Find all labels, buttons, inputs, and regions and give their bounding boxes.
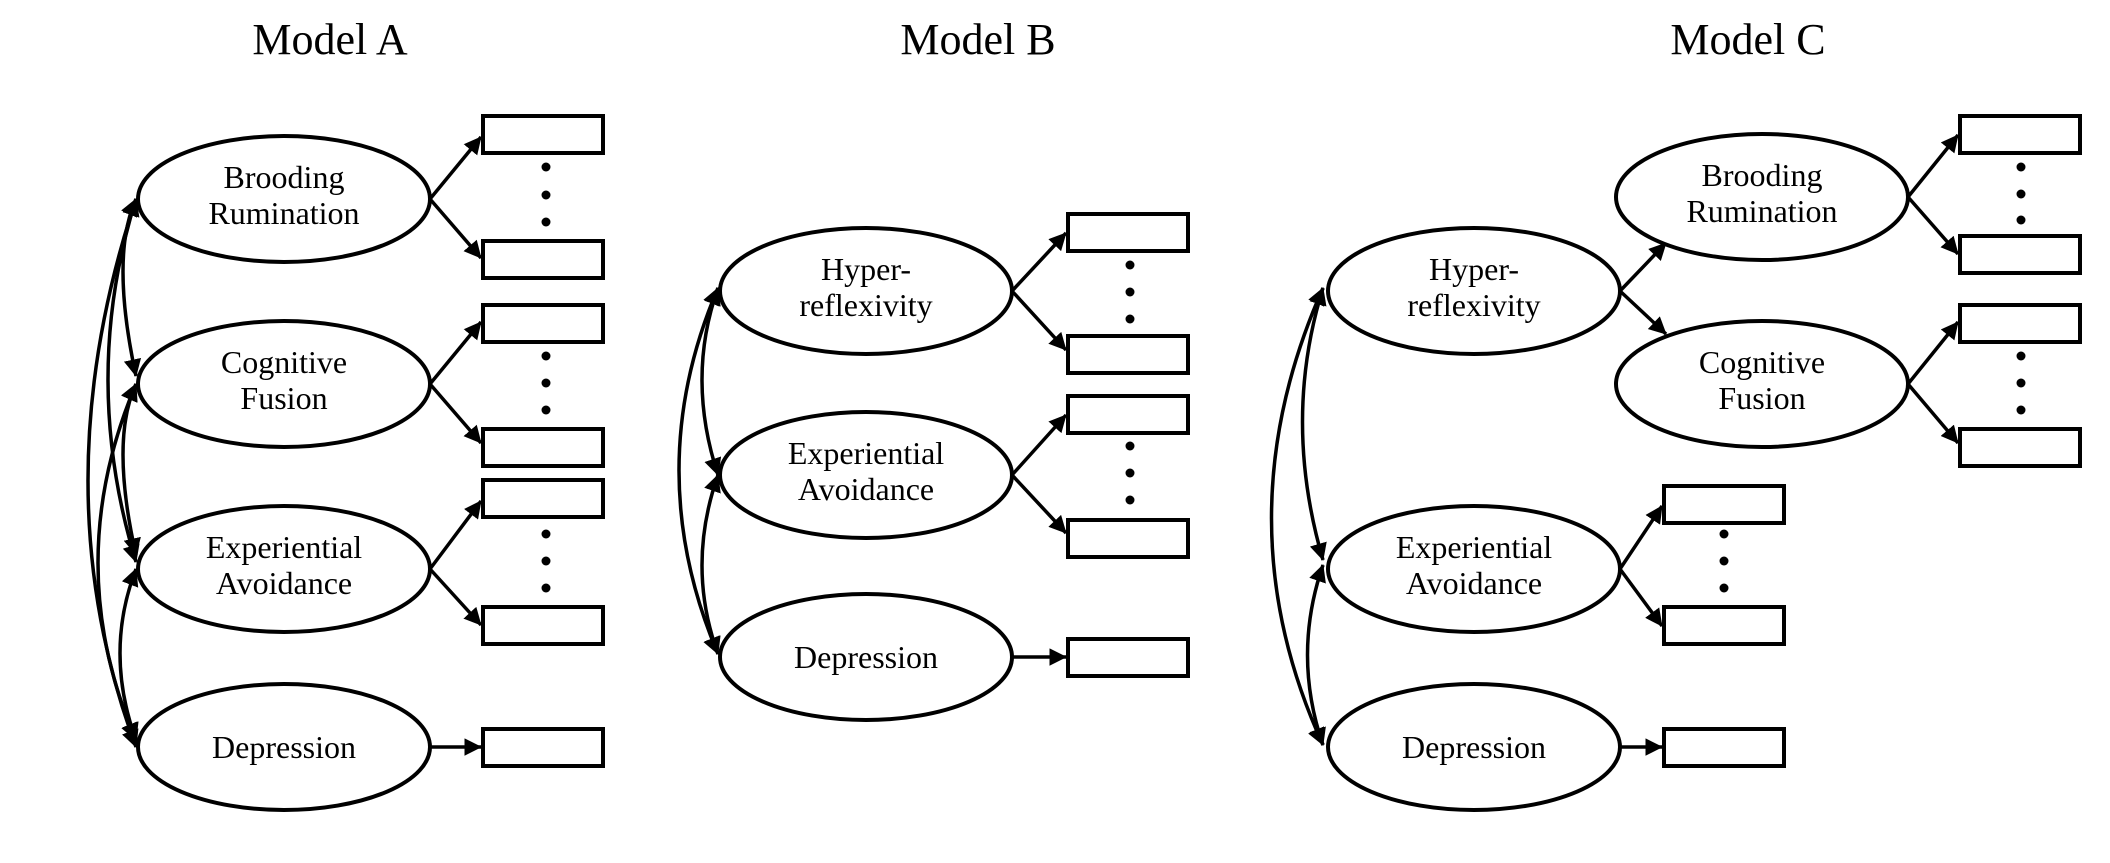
factor-label: Depression bbox=[794, 639, 938, 675]
factor-label: Cognitive bbox=[221, 344, 347, 380]
ellipsis-dot bbox=[1125, 468, 1135, 478]
indicator-group bbox=[1010, 394, 1190, 559]
ellipsis-dot bbox=[2016, 162, 2026, 172]
factor-label: Experiential bbox=[206, 529, 362, 565]
factor-label: Avoidance bbox=[798, 471, 934, 507]
factor-label: reflexivity bbox=[799, 287, 932, 323]
factor-label: Fusion bbox=[1718, 380, 1805, 416]
indicator-box bbox=[1066, 212, 1190, 253]
model-c-title: Model C bbox=[1670, 15, 1825, 64]
indicator-group bbox=[1010, 212, 1190, 375]
ellipsis-dot bbox=[2016, 189, 2026, 199]
indicator-box bbox=[1958, 427, 2082, 468]
ellipsis-dot bbox=[541, 351, 551, 361]
indicator-box bbox=[481, 727, 605, 768]
factor-label: Avoidance bbox=[1406, 565, 1542, 601]
ellipsis-dot bbox=[2016, 378, 2026, 388]
ellipsis-dot bbox=[1125, 314, 1135, 324]
covariance-arrows bbox=[1269, 287, 1327, 746]
factor-label: Brooding bbox=[224, 159, 345, 195]
ellipsis-dot bbox=[541, 190, 551, 200]
indicator-box bbox=[481, 605, 605, 646]
ellipsis-dot bbox=[541, 405, 551, 415]
ellipsis-dot bbox=[1125, 287, 1135, 297]
indicator-box bbox=[1066, 518, 1190, 559]
ellipsis-dot bbox=[1719, 556, 1729, 566]
indicator-box bbox=[481, 427, 605, 468]
indicator-box bbox=[481, 303, 605, 344]
indicator-group bbox=[428, 478, 605, 646]
model-b: Hyper- reflexivity Experiential Avoidanc… bbox=[677, 212, 1190, 722]
factor-label: Depression bbox=[1402, 729, 1546, 765]
indicator-box bbox=[1066, 334, 1190, 375]
model-b-title: Model B bbox=[900, 15, 1055, 64]
ellipsis-dot bbox=[541, 378, 551, 388]
factor-label: Fusion bbox=[240, 380, 327, 416]
factor-label: Experiential bbox=[1396, 529, 1552, 565]
indicator-group bbox=[430, 727, 605, 768]
factor-label: Rumination bbox=[208, 195, 359, 231]
ellipsis-dot bbox=[2016, 351, 2026, 361]
model-a-title: Model A bbox=[252, 15, 407, 64]
factor-label: Depression bbox=[212, 729, 356, 765]
indicator-group bbox=[1618, 484, 1786, 646]
indicator-box bbox=[1958, 234, 2082, 275]
indicator-box bbox=[1066, 637, 1190, 678]
indicator-box bbox=[1662, 605, 1786, 646]
indicator-group bbox=[1012, 637, 1190, 678]
covariance-arrows bbox=[86, 198, 142, 748]
ellipsis-dot bbox=[541, 217, 551, 227]
indicator-group bbox=[428, 303, 605, 468]
ellipsis-dot bbox=[1125, 441, 1135, 451]
ellipsis-dot bbox=[2016, 215, 2026, 225]
indicator-box bbox=[481, 114, 605, 155]
factor-label: Hyper- bbox=[821, 251, 911, 287]
indicator-box bbox=[481, 478, 605, 519]
factor-label: Cognitive bbox=[1699, 344, 1825, 380]
factor-label: Avoidance bbox=[216, 565, 352, 601]
ellipsis-dot bbox=[1125, 260, 1135, 270]
ellipsis-dot bbox=[1719, 529, 1729, 539]
factor-label: reflexivity bbox=[1407, 287, 1540, 323]
indicator-box bbox=[1958, 114, 2082, 155]
indicator-group bbox=[1620, 727, 1786, 768]
indicator-box bbox=[1662, 727, 1786, 768]
indicator-group bbox=[1906, 303, 2082, 468]
ellipsis-dot bbox=[1125, 495, 1135, 505]
ellipsis-dot bbox=[541, 529, 551, 539]
ellipsis-dot bbox=[1719, 583, 1729, 593]
model-a: Brooding Rumination Cognitive Fusion Exp… bbox=[86, 114, 605, 812]
indicator-box bbox=[1066, 394, 1190, 435]
indicator-box bbox=[481, 239, 605, 280]
indicator-box bbox=[1958, 303, 2082, 344]
factor-label: Hyper- bbox=[1429, 251, 1519, 287]
factor-label: Experiential bbox=[788, 435, 944, 471]
second-order-paths bbox=[1618, 241, 1668, 336]
covariance-arrows bbox=[677, 287, 722, 655]
indicator-group bbox=[1906, 114, 2082, 275]
indicator-group bbox=[428, 114, 605, 280]
ellipsis-dot bbox=[2016, 405, 2026, 415]
model-c: Hyper- reflexivity Brooding Rumination C… bbox=[1269, 114, 2082, 812]
ellipsis-dot bbox=[541, 556, 551, 566]
ellipsis-dot bbox=[541, 162, 551, 172]
ellipsis-dot bbox=[541, 583, 551, 593]
factor-label: Brooding bbox=[1702, 157, 1823, 193]
indicator-box bbox=[1662, 484, 1786, 525]
factor-label: Rumination bbox=[1686, 193, 1837, 229]
